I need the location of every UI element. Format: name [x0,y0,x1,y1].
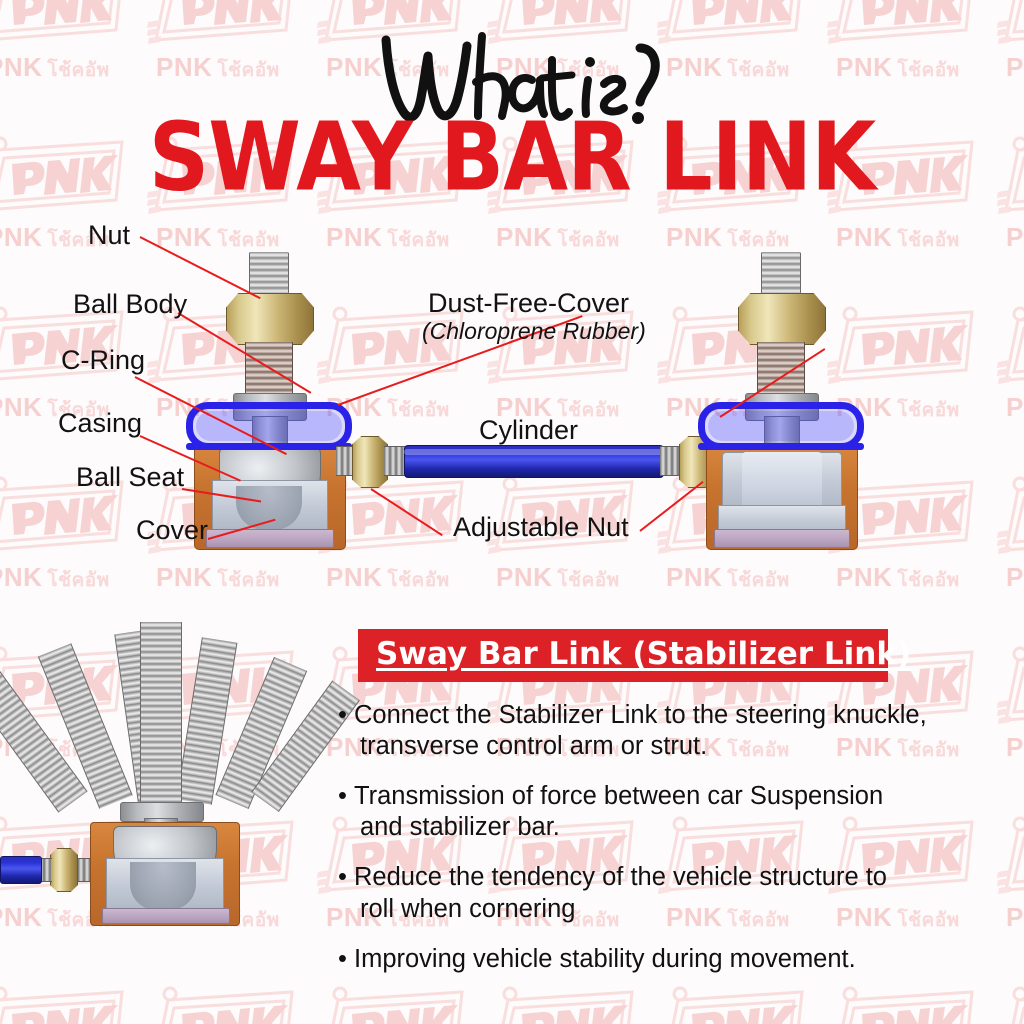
list-item: • Transmission of force between car Susp… [338,781,1018,843]
script-title [372,26,672,138]
pnk-logo-icon [656,0,808,52]
list-item: • Connect the Stabilizer Link to the ste… [338,700,1018,762]
leader-adj-nut-right [639,480,704,532]
cylinder-part [404,445,664,478]
label-cylinder: Cylinder [479,415,579,445]
pnk-logo-icon [146,984,298,1024]
label-nut: Nut [88,220,131,250]
list-item-line1: Transmission of force between car Suspen… [354,782,884,811]
pnk-logo-icon [0,0,128,52]
bullet-glyph: • [338,782,347,811]
pnk-logo-icon [146,0,298,52]
bullet-glyph: • [338,944,347,973]
label-adjustable-nut: Adjustable Nut [453,512,629,542]
label-casing: Casing [58,408,143,438]
label-dust-free-cover: Dust-Free-Cover [428,288,630,318]
list-item-line1: Connect the Stabilizer Link to the steer… [354,701,927,729]
section-title: Sway Bar Link (Stabilizer Link) [376,636,912,672]
list-item-line2: transverse control arm or strut. [360,732,708,761]
section-banner: Sway Bar Link (Stabilizer Link) [358,629,911,682]
stud-variants-image [0,600,360,980]
label-ball-body: Ball Body [73,289,188,319]
label-ball-seat: Ball Seat [76,462,185,492]
list-item-line1: Improving vehicle stability during movem… [354,944,856,973]
pnk-logo-icon [996,0,1024,52]
list-item-line1: Reduce the tendency of the vehicle struc… [354,863,887,892]
list-item-line2: roll when cornering [360,894,576,923]
page-title: SWAY BAR LINK [148,102,877,212]
pnk-logo-icon [0,984,128,1024]
list-item: • Improving vehicle stability during mov… [338,944,1018,975]
label-chloroprene: (Chloroprene Rubber) [422,318,646,344]
leader-adj-nut-left [370,488,443,537]
benefits-list: • Connect the Stabilizer Link to the ste… [338,700,1018,994]
bullet-glyph: • [338,701,347,729]
list-item-line2: and stabilizer bar. [360,813,560,842]
label-c-ring: C-Ring [61,345,146,375]
label-cover: Cover [136,515,209,545]
exploded-diagram: Nut Ball Body C-Ring Casing Ball Seat Co… [0,200,1024,560]
nut-part [226,293,314,345]
adjustable-nut-left [352,436,388,488]
pnk-logo-icon [826,0,978,52]
list-item: • Reduce the tendency of the vehicle str… [338,862,1018,924]
bullet-glyph: • [338,863,347,892]
